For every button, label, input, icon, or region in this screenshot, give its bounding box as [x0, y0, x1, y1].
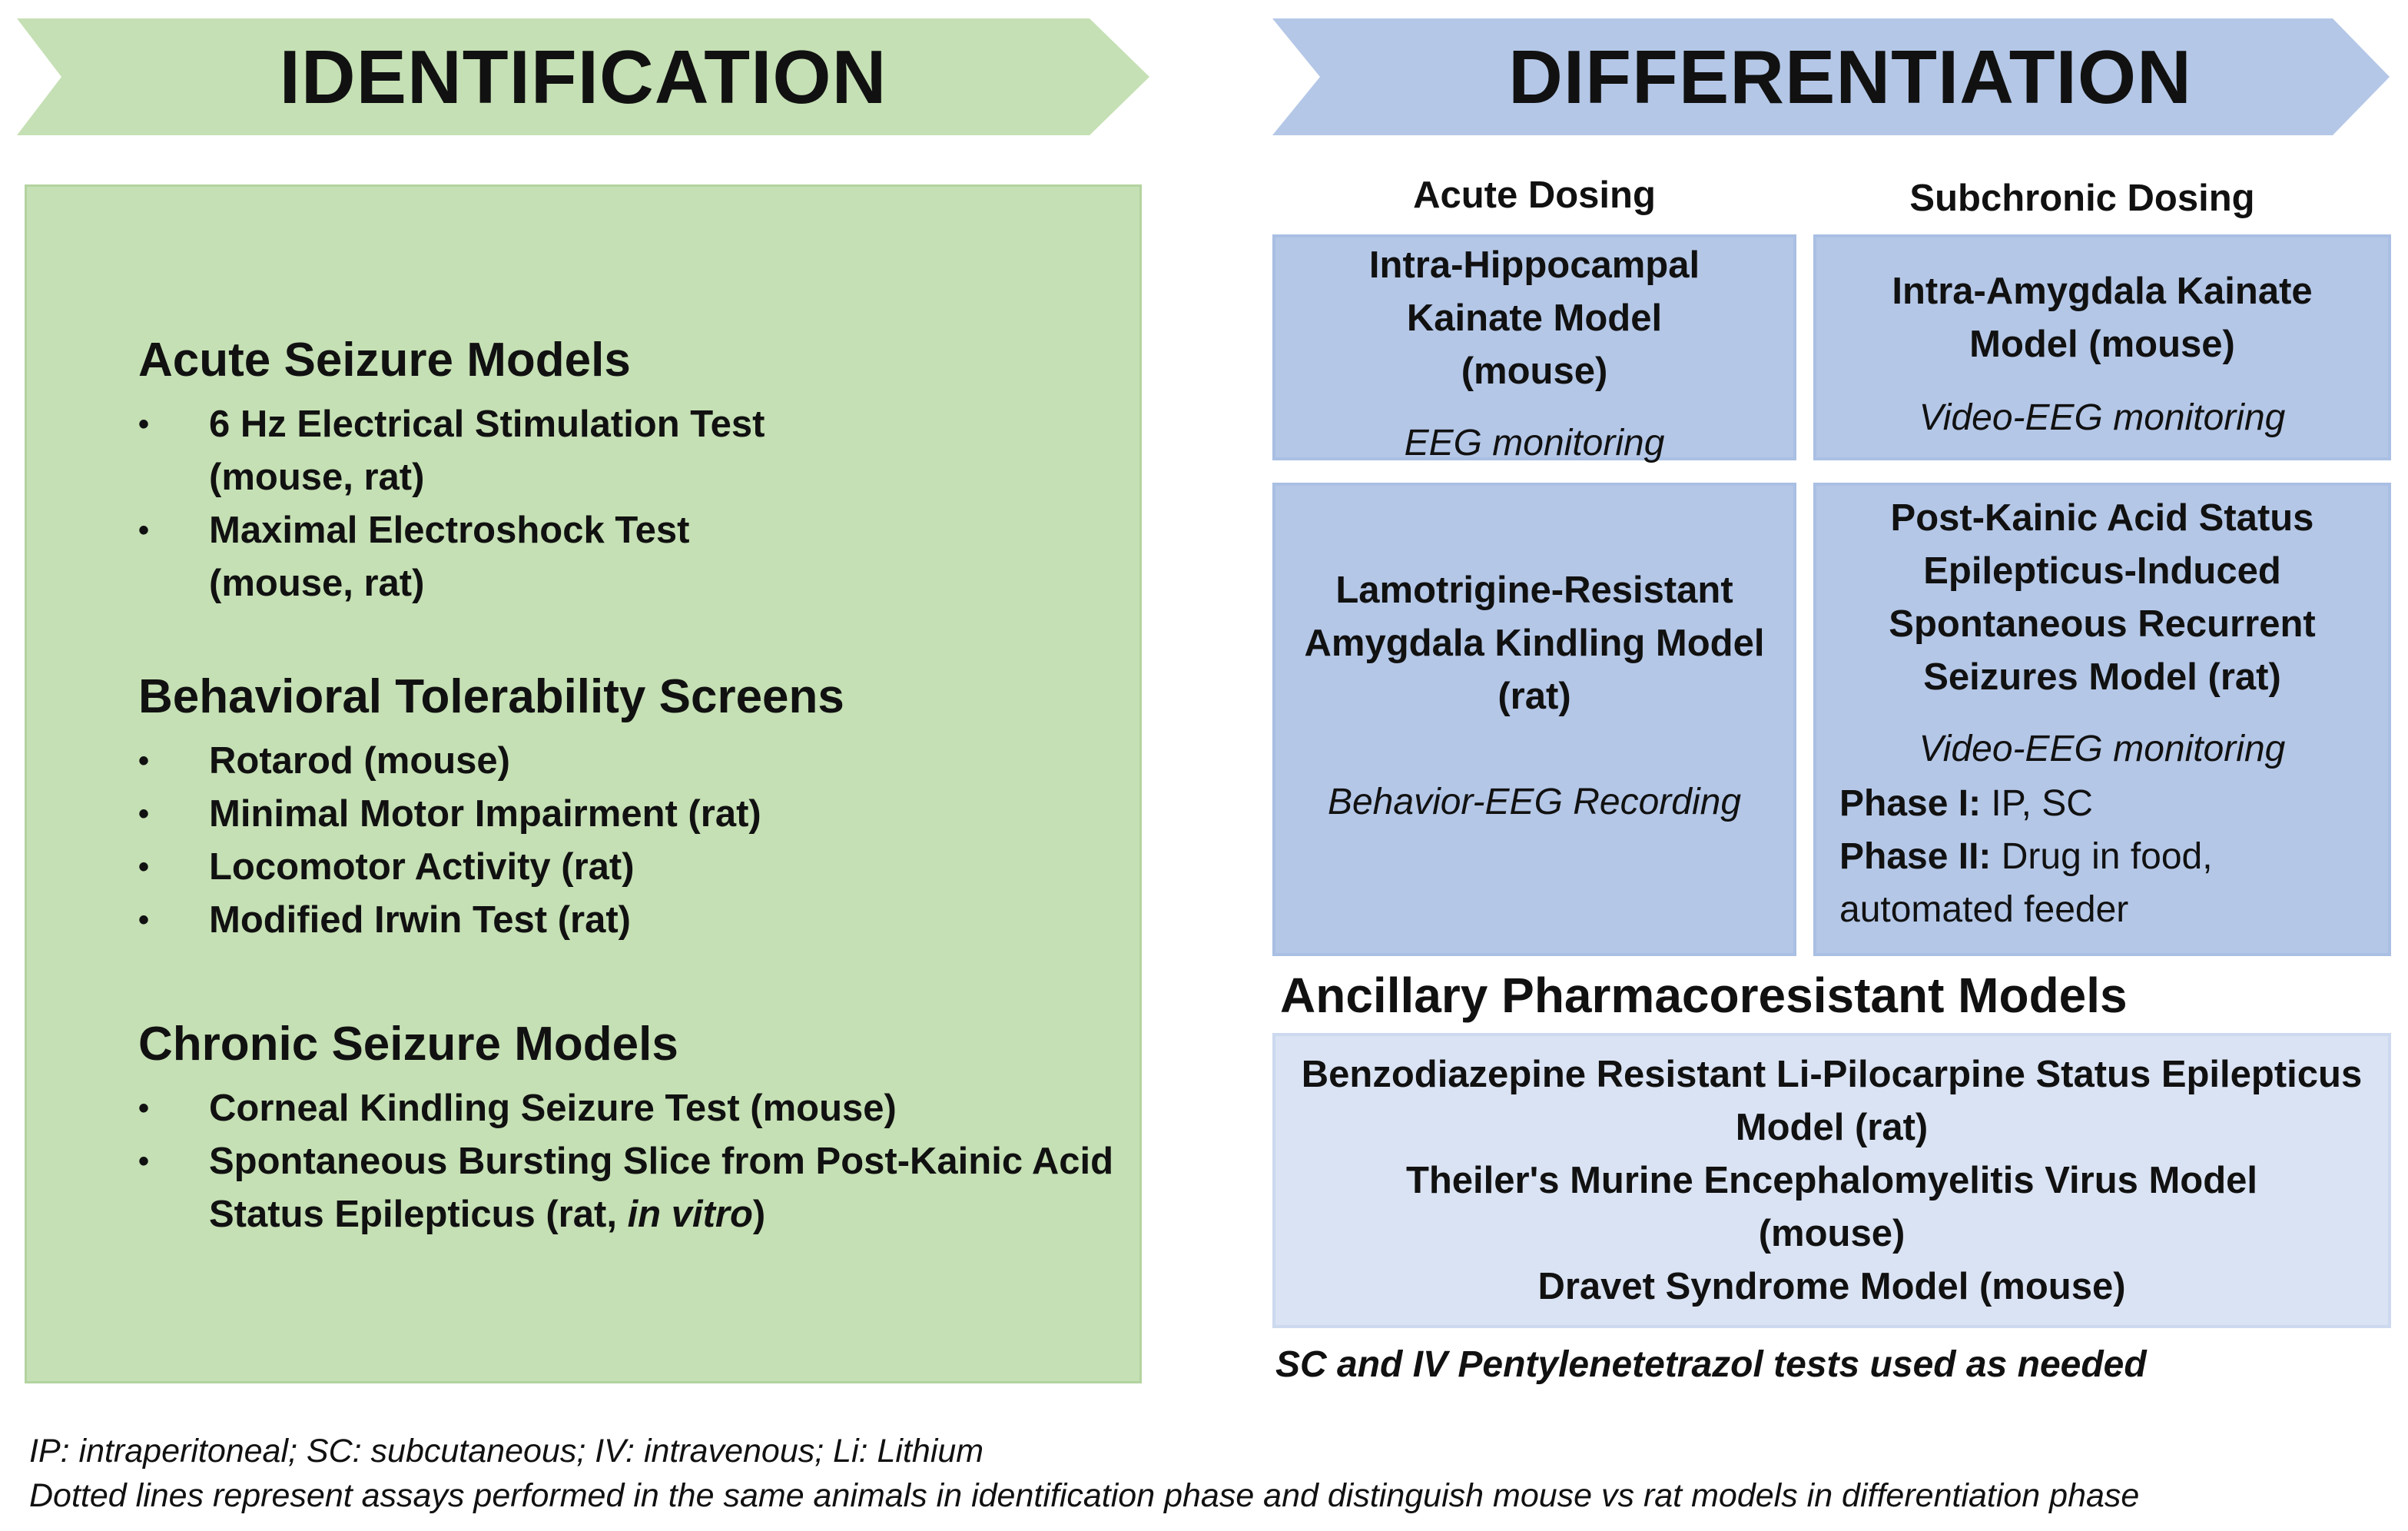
chronic-seizure-list: • Corneal Kindling Seizure Test (mouse) …	[138, 1082, 1129, 1241]
differentiation-title: DIFFERENTIATION	[1508, 34, 2192, 119]
list-item: • Rotarod (mouse)	[138, 735, 1106, 788]
footnote-dotted-lines: Dotted lines represent assays performed …	[29, 1477, 2140, 1514]
list-item: • Corneal Kindling Seizure Test (mouse)	[138, 1082, 1129, 1135]
list-item: • Locomotor Activity (rat)	[138, 841, 1106, 894]
acute-dosing-header: Acute Dosing	[1413, 174, 1656, 216]
bullet-icon: •	[138, 1091, 150, 1125]
phase-list: Phase I: IP, SC Phase II: Drug in food, …	[1839, 777, 2213, 936]
list-item: • Minimal Motor Impairment (rat)	[138, 788, 1106, 841]
section-title-behavioral-tolerability: Behavioral Tolerability Screens	[138, 670, 844, 723]
bullet-icon: •	[138, 513, 150, 547]
bullet-icon: •	[138, 903, 150, 937]
bullet-icon: •	[138, 797, 150, 831]
identification-header: IDENTIFICATION	[17, 18, 1149, 135]
ptz-note: SC and IV Pentylenetetrazol tests used a…	[1275, 1344, 2147, 1385]
phase-2: Phase II: Drug in food,	[1839, 836, 2213, 877]
box-intra-hippocampal-kainate: Intra-Hippocampal Kainate Model (mouse) …	[1272, 234, 1796, 463]
subchronic-dosing-header: Subchronic Dosing	[1909, 178, 2255, 219]
section-title-chronic-seizure: Chronic Seizure Models	[138, 1018, 678, 1071]
box-ancillary-models: Benzodiazepine Resistant Li-Pilocarpine …	[1272, 1033, 2391, 1328]
list-item: • Spontaneous Bursting Slice from Post-K…	[138, 1135, 1129, 1241]
identification-panel	[25, 184, 1142, 1383]
differentiation-arrow-shape	[1272, 18, 2390, 135]
behavioral-tolerability-list: • Rotarod (mouse) • Minimal Motor Impair…	[138, 735, 1106, 947]
list-item: • Modified Irwin Test (rat)	[138, 894, 1106, 947]
phase-1: Phase I: IP, SC	[1839, 783, 2093, 824]
box-intra-amygdala-kainate: Intra-Amygdala Kainate Model (mouse) Vid…	[1813, 234, 2391, 460]
list-item: • 6 Hz Electrical Stimulation Test (mous…	[138, 398, 1106, 504]
identification-arrow-shape	[17, 18, 1149, 135]
list-item: • Maximal Electroshock Test (mouse, rat)	[138, 504, 1106, 610]
box-post-kainic-acid-srs: Post-Kainic Acid Status Epilepticus-Indu…	[1813, 483, 2391, 956]
section-title-acute-seizure: Acute Seizure Models	[138, 334, 631, 387]
ancillary-models-title: Ancillary Pharmacoresistant Models	[1280, 968, 2128, 1023]
footnote-abbreviations: IP: intraperitoneal; SC: subcutaneous; I…	[29, 1433, 984, 1470]
bullet-icon: •	[138, 850, 150, 884]
bullet-icon: •	[138, 744, 150, 778]
identification-title: IDENTIFICATION	[279, 34, 887, 119]
bullet-icon: •	[138, 1144, 150, 1178]
differentiation-header: DIFFERENTIATION	[1272, 18, 2390, 135]
box-lamotrigine-resistant-kindling: Lamotrigine-Resistant Amygdala Kindling …	[1272, 483, 1796, 956]
bullet-icon: •	[138, 407, 150, 441]
acute-seizure-list: • 6 Hz Electrical Stimulation Test (mous…	[138, 398, 1106, 610]
